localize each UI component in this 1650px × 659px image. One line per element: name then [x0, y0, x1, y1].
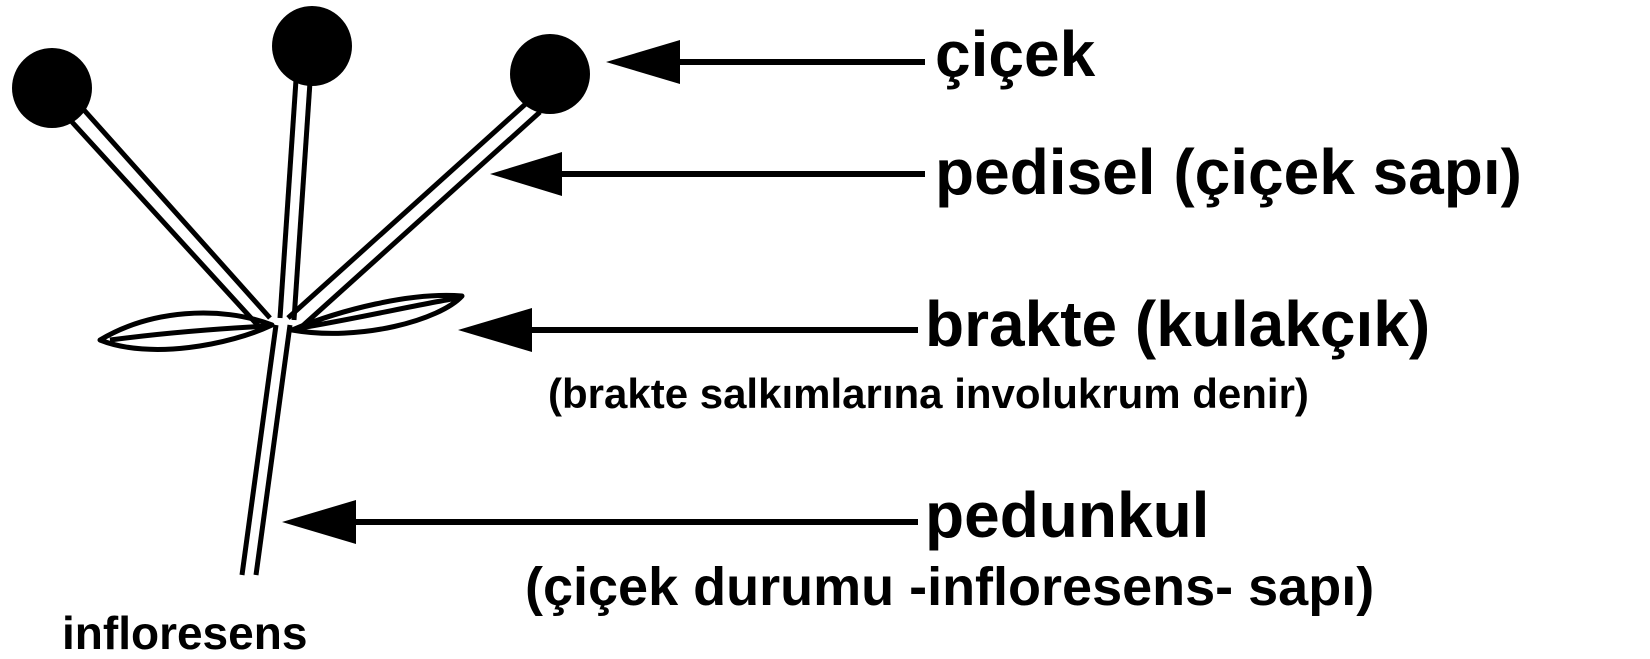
arrow-bract	[458, 308, 918, 352]
flower-right	[510, 34, 590, 114]
label-bract: brakte (kulakçık)	[925, 288, 1431, 360]
pedicel-center	[277, 79, 313, 321]
label-peduncle-note: (çiçek durumu -infloresens- sapı)	[525, 557, 1375, 617]
arrow-pedicel	[490, 152, 925, 196]
arrow-flower	[606, 40, 925, 84]
bract-left	[97, 310, 275, 352]
bract-right	[289, 292, 465, 336]
pedicel-right	[286, 98, 542, 332]
flower-left	[12, 48, 92, 128]
label-pedicel: pedisel (çiçek sapı)	[935, 136, 1522, 208]
peduncle	[239, 324, 293, 576]
arrow-peduncle	[282, 500, 918, 544]
label-peduncle: pedunkul	[925, 479, 1210, 551]
label-inflorescence: infloresens	[62, 607, 308, 659]
label-flower: çiçek	[935, 18, 1096, 90]
flower-center	[272, 6, 352, 86]
pedicel-left	[70, 108, 272, 332]
label-bract-note: (brakte salkımlarına involukrum denir)	[548, 370, 1309, 417]
